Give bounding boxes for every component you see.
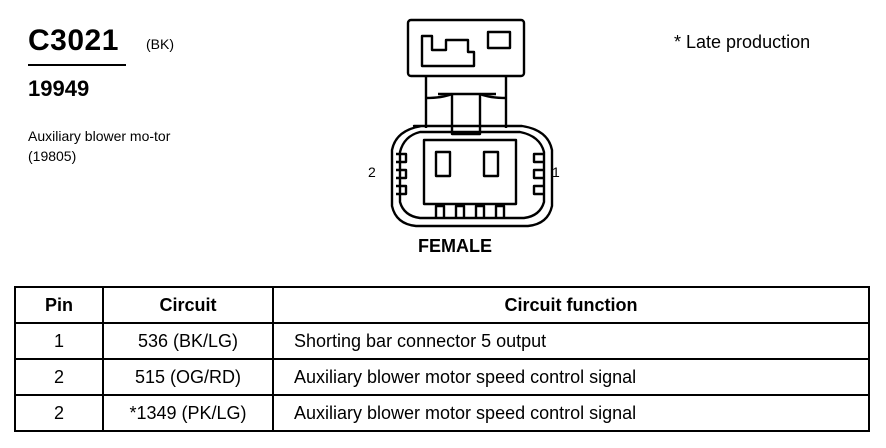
connector-body [390, 124, 554, 228]
pin-cell: 2 [14, 358, 104, 396]
latch-housing [406, 18, 526, 78]
header-circuit-function: Circuit function [272, 286, 870, 324]
neck-bevel-left [425, 92, 453, 100]
pin-table: Pin Circuit Circuit function 1 536 (BK/L… [14, 286, 870, 432]
latch-tab [486, 30, 512, 50]
connector-id: C3021 [28, 24, 119, 57]
header-circuit: Circuit [102, 286, 274, 324]
terminal-cavity-1 [482, 150, 500, 178]
right-ribs [532, 152, 544, 196]
connector-face-diagram [390, 18, 554, 228]
neck-bevel-right [479, 92, 507, 100]
bottom-ribs [434, 204, 506, 218]
connector-description: Auxiliary blower mo-tor (19805) [28, 128, 171, 164]
table-row: 2 515 (OG/RD) Auxiliary blower motor spe… [14, 358, 870, 396]
pin-cell: 1 [14, 322, 104, 360]
function-cell: Auxiliary blower motor speed control sig… [272, 358, 870, 396]
view-label: FEMALE [418, 236, 492, 256]
pin-2-label: 2 [368, 164, 376, 180]
late-production-note: * Late production [674, 32, 811, 52]
pin-cell: 2 [14, 394, 104, 432]
circuit-cell: 536 (BK/LG) [102, 322, 274, 360]
left-ribs [396, 152, 408, 196]
table-row: 2 *1349 (PK/LG) Auxiliary blower motor s… [14, 394, 870, 432]
neck-inner [438, 92, 496, 136]
terminal-cavity-2 [434, 150, 452, 178]
header-pin: Pin [14, 286, 104, 324]
connector-neck [424, 76, 508, 128]
body-inner [398, 130, 546, 220]
latch-slot [420, 34, 476, 68]
function-cell: Shorting bar connector 5 output [272, 322, 870, 360]
table-header-row: Pin Circuit Circuit function [14, 286, 870, 324]
color-code: (BK) [146, 36, 174, 52]
table-row: 1 536 (BK/LG) Shorting bar connector 5 o… [14, 322, 870, 360]
part-number: 19949 [28, 76, 90, 101]
circuit-cell: *1349 (PK/LG) [102, 394, 274, 432]
connector-id-underline [28, 64, 126, 66]
terminal-window [422, 138, 518, 206]
circuit-cell: 515 (OG/RD) [102, 358, 274, 396]
pin-1-label: 1 [552, 164, 560, 180]
function-cell: Auxiliary blower motor speed control sig… [272, 394, 870, 432]
